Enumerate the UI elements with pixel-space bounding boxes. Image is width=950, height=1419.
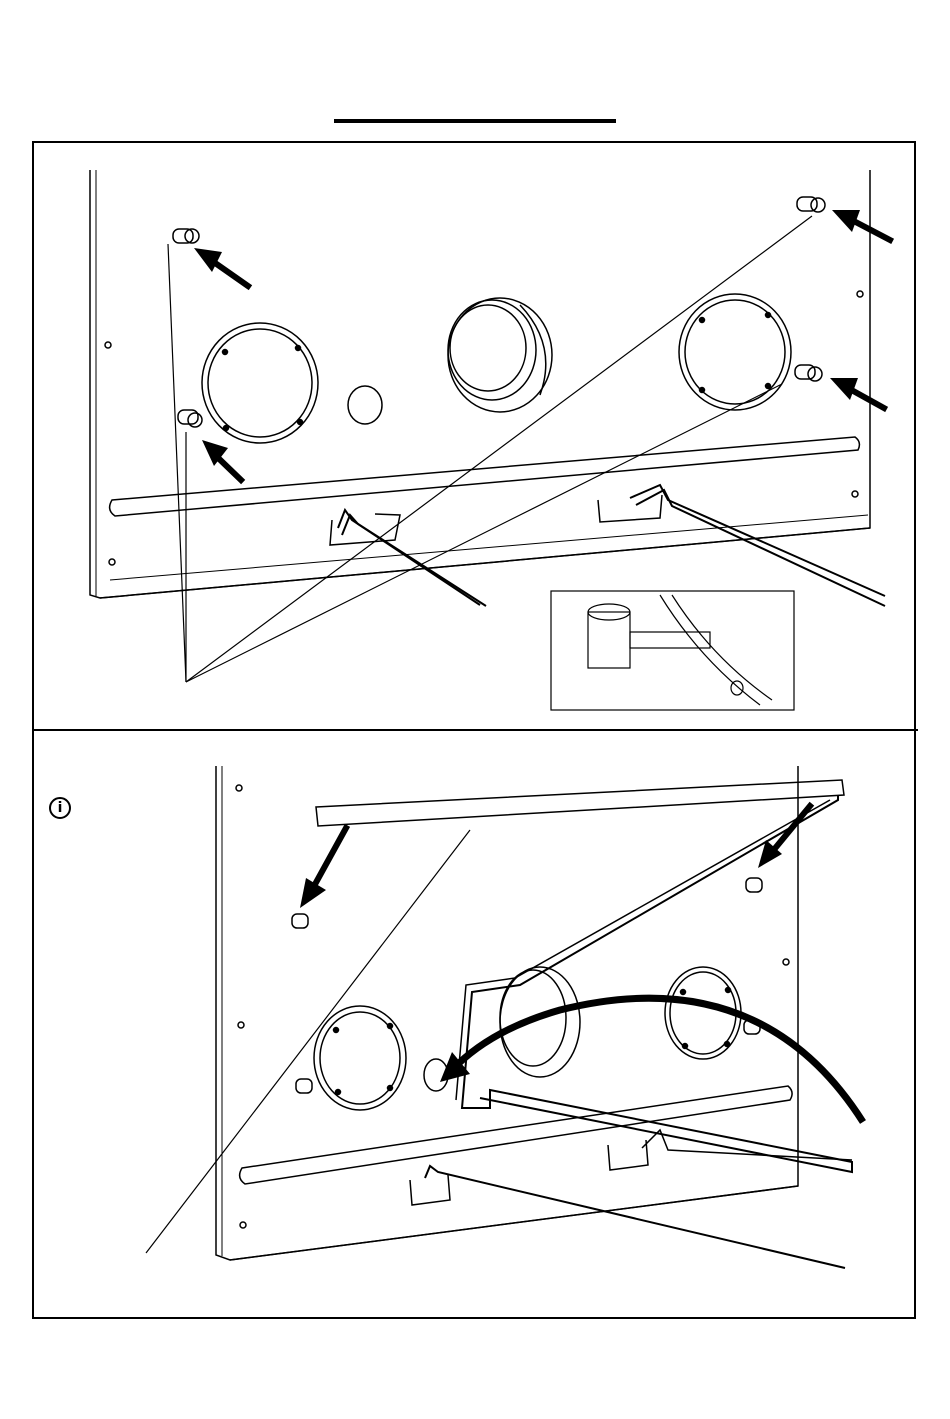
stud-6: [296, 1079, 312, 1093]
info-circle-icon: i: [49, 797, 71, 819]
stud-7: [746, 878, 762, 892]
center-flue-2: [500, 967, 580, 1077]
stud-5: [292, 914, 308, 928]
bracket-left-2: [410, 1175, 450, 1205]
hanging-bar: [316, 780, 852, 1172]
back-panel-2: [216, 766, 798, 1260]
bracket-right-2: [608, 1140, 648, 1170]
left-round-opening-2: [314, 1006, 406, 1110]
